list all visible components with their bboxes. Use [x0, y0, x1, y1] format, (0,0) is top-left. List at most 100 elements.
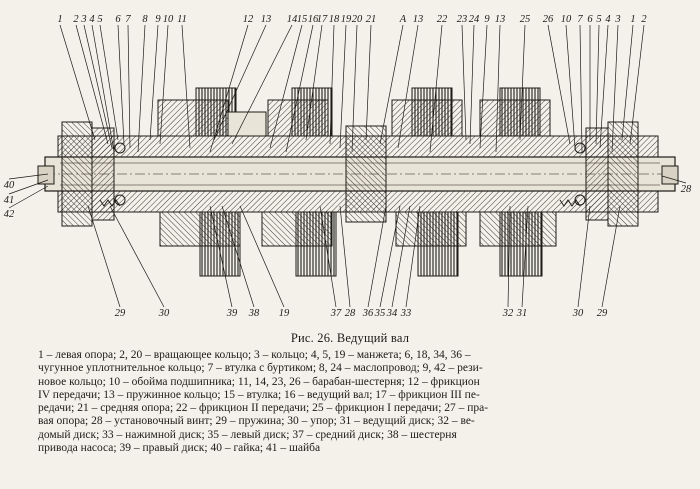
callout-number: 8: [142, 14, 148, 25]
leader-line: [507, 205, 511, 308]
callout-number: 30: [572, 308, 584, 319]
callout-number: 11: [177, 14, 187, 25]
callout-number: 23: [457, 14, 468, 25]
leader-line: [8, 173, 49, 180]
leader-line: [495, 24, 501, 153]
callout-number: 28: [681, 184, 692, 195]
leader-line: [599, 24, 609, 149]
callout-number: 29: [115, 308, 126, 319]
callout-number: 6: [115, 14, 121, 25]
leader-line: [379, 24, 404, 145]
callout-number: 42: [4, 209, 15, 220]
callout-number: 1: [630, 14, 635, 25]
figure-legend: 1 – левая опора; 2, 20 – вращающее кольц…: [38, 349, 678, 455]
leader-line: [611, 24, 619, 153]
callout-number: 10: [561, 14, 572, 25]
right-support: [585, 121, 639, 227]
leader-line: [405, 205, 421, 308]
leader-line: [629, 24, 645, 145]
leader-line: [365, 24, 372, 141]
leader-line: [8, 179, 49, 195]
legend-line: вая опора; 28 – установочный винт; 29 – …: [38, 415, 475, 428]
leader-line: [379, 205, 401, 308]
leader-line: [239, 205, 285, 308]
leader-line: [231, 24, 293, 145]
callout-number: 30: [158, 308, 170, 319]
callout-number: 31: [516, 308, 528, 319]
leader-line: [319, 205, 337, 308]
legend-line: домый диск; 33 – нажимной диск; 35 – лев…: [38, 428, 457, 441]
callout-number: 7: [577, 14, 583, 25]
lower-clutch-mid-right: [395, 211, 467, 277]
lower-clutch-mid-left: [261, 211, 337, 277]
legend-line: редачи; 21 – средняя опора; 22 – фрикцио…: [38, 402, 489, 415]
figure-caption: Рис. 26. Ведущий вал: [290, 331, 410, 345]
callout-number: 35: [374, 308, 386, 319]
legend-line: 1 – левая опора; 2, 20 – вращающее кольц…: [38, 349, 471, 361]
callout-number: 34: [386, 308, 398, 319]
leader-line: [479, 24, 488, 149]
callout-number: 3: [614, 14, 620, 25]
callout-number: 13: [261, 14, 272, 25]
callout-number: 4: [605, 14, 611, 25]
leader-line: [209, 205, 233, 308]
callout-number: 10: [163, 14, 174, 25]
leader-line: [87, 205, 121, 308]
callout-number: 28: [345, 308, 356, 319]
callout-number: 26: [543, 14, 554, 25]
legend-line: привода насоса; 39 – правый диск; 40 – г…: [38, 442, 321, 455]
leader-line: [221, 205, 255, 308]
leader-line: [339, 24, 347, 149]
callout-number: 38: [248, 308, 260, 319]
leader-line: [127, 24, 131, 149]
callout-number: 3: [80, 14, 86, 25]
callout-number: 25: [520, 14, 531, 25]
leader-line: [285, 24, 314, 153]
legend-line: новое кольцо; 10 – обойма подшипника; 11…: [38, 375, 480, 388]
clutch-iv: [157, 87, 267, 137]
leader-line: [391, 205, 411, 308]
leader-line: [137, 24, 146, 153]
callout-number: 32: [502, 308, 514, 319]
leader-line: [59, 24, 96, 141]
callout-number: 9: [155, 14, 161, 25]
leader-line: [117, 24, 125, 145]
leader-line: [351, 24, 358, 153]
leader-line: [339, 205, 351, 308]
leader-line: [149, 24, 159, 141]
callout-number: 19: [279, 308, 290, 319]
callout-number: 36: [362, 308, 374, 319]
callout-number: 7: [125, 14, 131, 25]
callout-number: 17: [317, 14, 328, 25]
leader-line: [159, 24, 169, 145]
clutch-iii: [267, 87, 333, 137]
leader-line: [75, 24, 109, 145]
callout-number: 33: [400, 308, 412, 319]
callout-number: 12: [243, 14, 254, 25]
springs: [99, 142, 586, 207]
callout-number: 13: [495, 14, 506, 25]
leader-line: [181, 24, 191, 149]
leader-line: [519, 24, 526, 141]
leader-line: [579, 24, 583, 153]
leader-line: [109, 205, 165, 308]
leader-line: [621, 24, 634, 141]
leader-line: [601, 205, 621, 308]
leader-line: [521, 205, 529, 308]
clutch-i: [479, 87, 551, 137]
callout-number: 19: [341, 14, 352, 25]
leader-line: [213, 24, 267, 141]
callout-number: 37: [330, 308, 342, 319]
clutch-ii: [391, 87, 463, 137]
left-support: [61, 121, 115, 227]
leader-line: [595, 24, 600, 145]
leader-line: [429, 24, 443, 153]
callout-number: 13: [413, 14, 424, 25]
leader-line: [8, 185, 49, 209]
leader-line: [577, 205, 591, 308]
leader-line: [565, 24, 576, 149]
callout-number: 22: [437, 14, 448, 25]
callout-number: 2: [641, 14, 647, 25]
